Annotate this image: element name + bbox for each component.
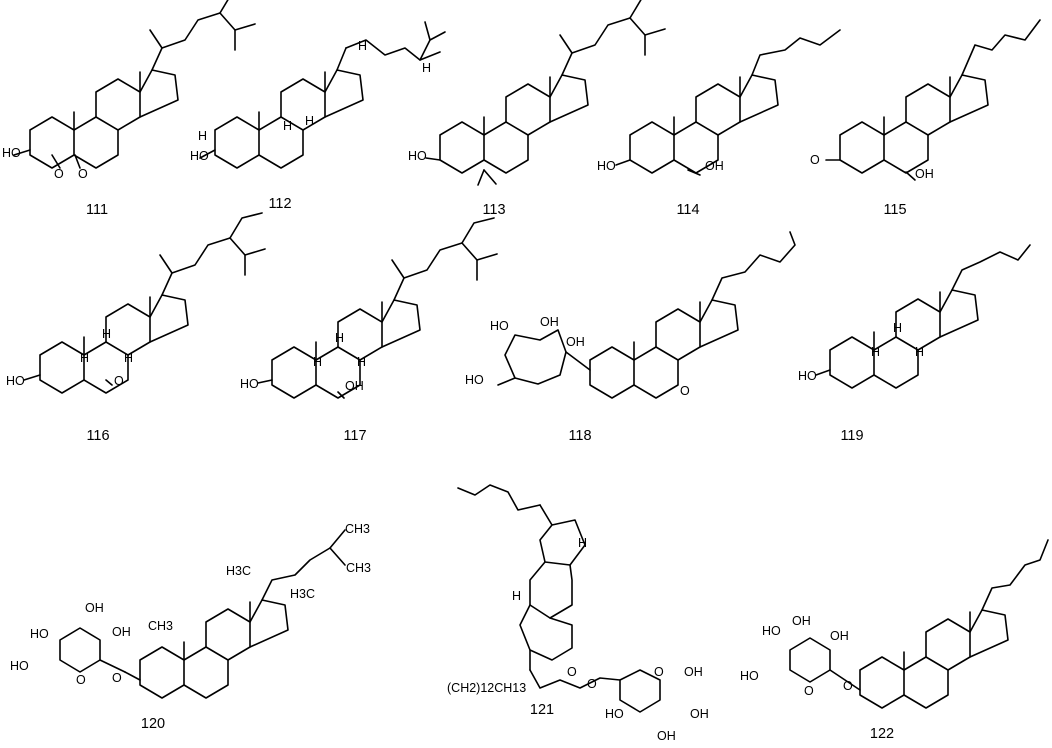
- label-122-oh2: OH: [830, 629, 849, 643]
- label-121-o3: O: [654, 665, 664, 679]
- label-121-oh3: OH: [657, 729, 676, 743]
- compound-118: HO OH OH HO O 118: [465, 231, 796, 444]
- compound-number: 111: [86, 202, 108, 218]
- label-121-ho1: HO: [605, 707, 624, 721]
- label-122-ho1: HO: [762, 624, 781, 638]
- label-118-oh2: OH: [566, 335, 585, 349]
- label-120-h3c1: H3C: [226, 564, 251, 578]
- label-112-h5: H: [422, 61, 431, 75]
- label-120-ch3c: CH3: [346, 561, 371, 575]
- compound-115: O OH 115: [810, 19, 1041, 218]
- label-122-o1: O: [804, 684, 814, 698]
- label-122-o2: O: [843, 679, 853, 693]
- label-122-ho2: HO: [740, 669, 759, 683]
- label-113-oh: HO: [408, 149, 427, 163]
- label-118-ho2: HO: [465, 373, 484, 387]
- label-121-o1: O: [567, 665, 577, 679]
- label-119-oh: HO: [798, 369, 817, 383]
- compound-number: 118: [568, 428, 591, 444]
- compound-number: 117: [343, 428, 366, 444]
- label-119-h3: H: [915, 345, 924, 359]
- label-117-h3: H: [357, 355, 366, 369]
- label-121-h2: H: [512, 589, 521, 603]
- label-120-oh2: OH: [112, 625, 131, 639]
- label-122-oh1: OH: [792, 614, 811, 628]
- label-120-ho1: HO: [30, 627, 49, 641]
- label-120-ch3a: CH3: [148, 619, 173, 633]
- label-112-h4: H: [358, 39, 367, 53]
- label-116-oh: HO: [6, 374, 25, 388]
- compound-number: 115: [883, 202, 906, 218]
- label-117-h1: H: [313, 355, 322, 369]
- label-114-oh2: OH: [705, 159, 724, 173]
- label-116-o: O: [114, 374, 124, 388]
- label-121-oh1: OH: [684, 665, 703, 679]
- label-117-h2: H: [335, 331, 344, 345]
- label-120-h3c2: H3C: [290, 587, 315, 601]
- label-119-h1: H: [871, 345, 880, 359]
- label-117-oh2: OH: [345, 379, 364, 393]
- label-120-o2: O: [112, 671, 122, 685]
- label-120-ch3b: CH3: [345, 522, 370, 536]
- label-118-oh1: OH: [540, 315, 559, 329]
- compound-number: 120: [141, 716, 165, 732]
- compound-111: HO O O 111: [2, 0, 256, 218]
- compound-number: 116: [86, 428, 109, 444]
- label-112-h1: H: [198, 129, 207, 143]
- label-119-h2: H: [893, 321, 902, 335]
- compound-113: HO 113: [408, 0, 666, 218]
- label-118-o: O: [680, 384, 690, 398]
- compound-number: 121: [530, 702, 554, 718]
- compound-119: HO H H H 119: [798, 244, 1031, 444]
- label-116-h1: H: [80, 351, 89, 365]
- label-121-h1: H: [578, 536, 587, 550]
- label-114-oh1: HO: [597, 159, 616, 173]
- compound-114: HO OH 114: [597, 29, 841, 218]
- label-112-h3: H: [305, 114, 314, 128]
- label-116-h2: H: [102, 327, 111, 341]
- compound-number: 112: [268, 196, 291, 212]
- label-120-ho2: HO: [10, 659, 29, 673]
- compound-117: HO OH H H H 117: [240, 217, 498, 444]
- label-111-o2: O: [78, 167, 88, 181]
- label-115-o: O: [810, 153, 820, 167]
- compound-122: HO OH OH HO O O 122: [740, 539, 1049, 742]
- label-112-h2: H: [283, 119, 292, 133]
- compound-number: 113: [482, 202, 505, 218]
- label-118-ho1: HO: [490, 319, 509, 333]
- label-121-o2: O: [587, 677, 597, 691]
- compound-121: (CH2)12CH13 O O O OH OH OH HO H H 121: [447, 484, 709, 743]
- compound-number: 114: [676, 202, 699, 218]
- label-117-oh1: HO: [240, 377, 259, 391]
- label-121-oh2: OH: [690, 707, 709, 721]
- label-120-o1: O: [76, 673, 86, 687]
- label-116-h3: H: [124, 351, 133, 365]
- label-120-oh1: OH: [85, 601, 104, 615]
- label-112-oh: HO: [190, 149, 209, 163]
- label-111-oh: HO: [2, 146, 21, 160]
- compound-112: HO H H H H H 112: [190, 21, 446, 212]
- compound-number: 119: [840, 428, 863, 444]
- label-115-oh: OH: [915, 167, 934, 181]
- compound-number: 122: [870, 726, 894, 742]
- label-111-o1: O: [54, 167, 64, 181]
- compound-116: HO O H H H 116: [6, 212, 266, 444]
- compound-120: CH3 H3C CH3 CH3 H3C OH OH HO HO O O 120: [10, 522, 371, 732]
- label-121-chain: (CH2)12CH13: [447, 681, 526, 695]
